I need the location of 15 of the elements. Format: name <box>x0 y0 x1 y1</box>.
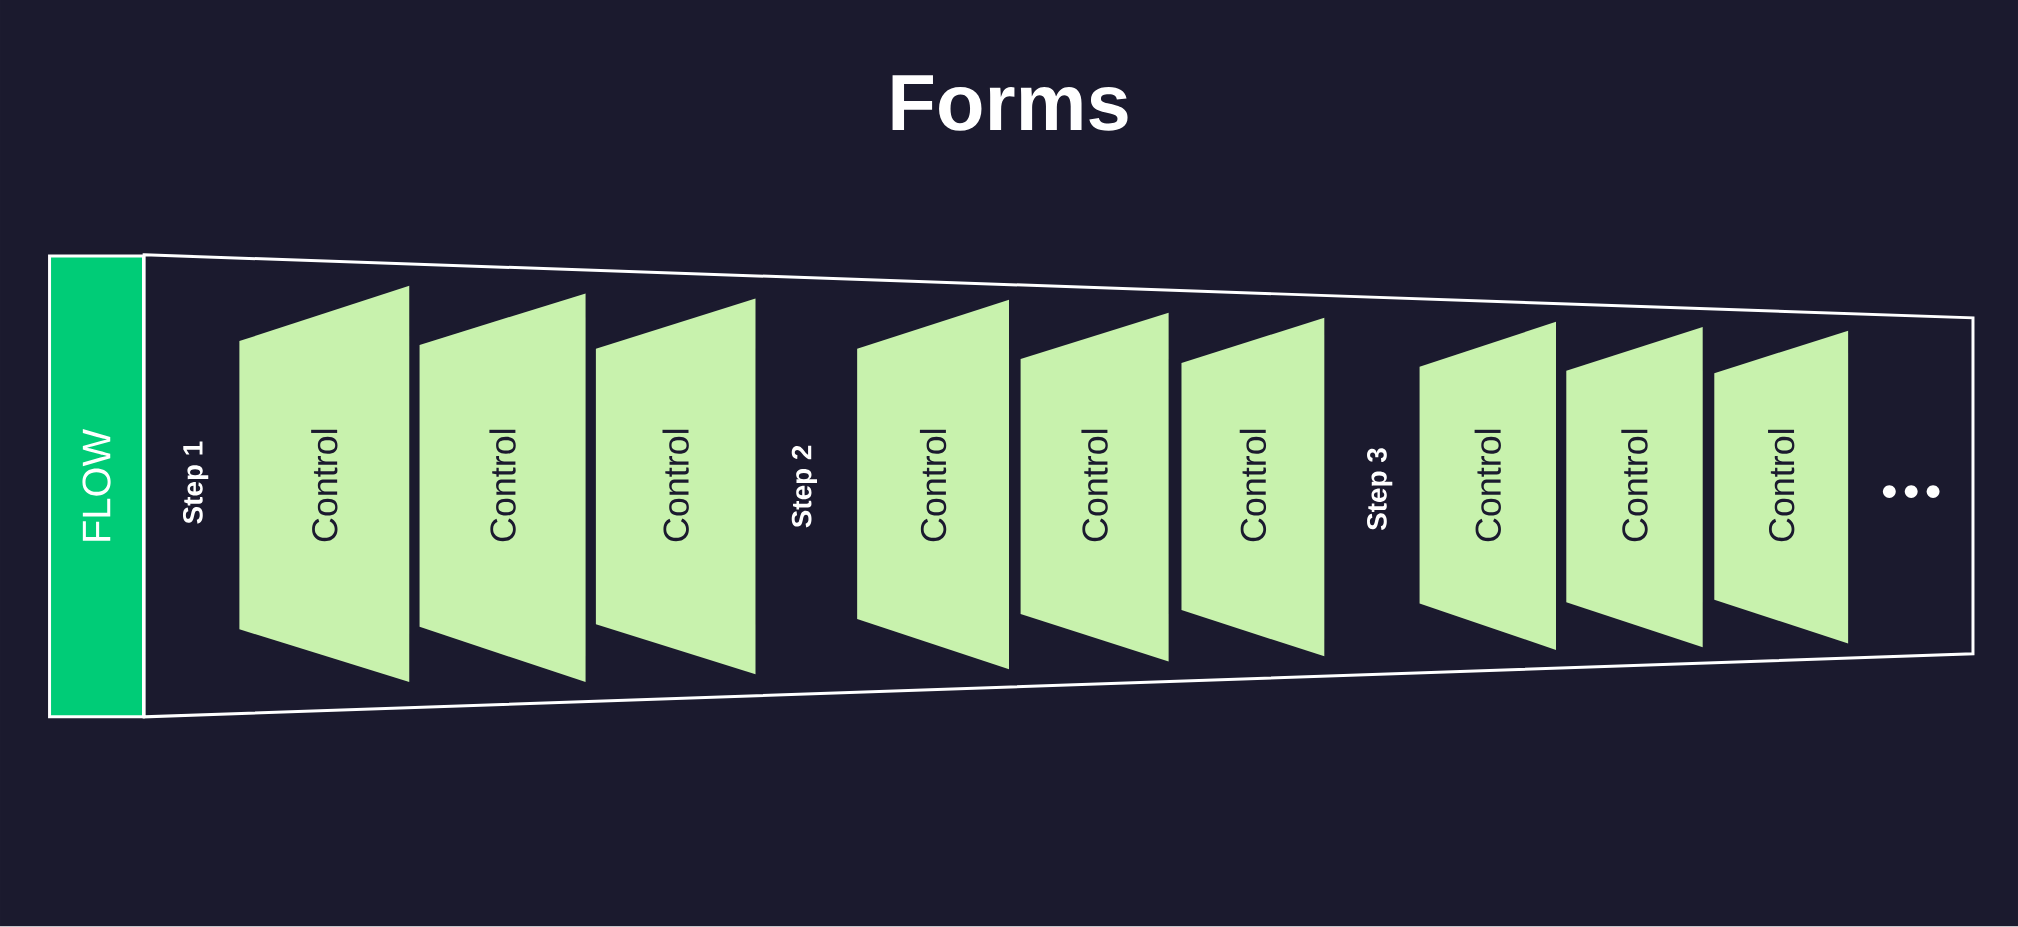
control-trapezoid: Control <box>1181 318 1325 657</box>
control-trapezoid: Control <box>1714 330 1849 644</box>
diagram-title: Forms <box>892 75 1128 131</box>
step-label: Step 1 <box>182 441 209 524</box>
control-trapezoid: Control <box>1020 312 1169 662</box>
control-trapezoid: Control <box>419 293 586 683</box>
flow-box: FLOW <box>48 254 145 719</box>
step-label: Step 3 <box>1367 448 1393 531</box>
control-trapezoid: Control <box>1566 327 1703 648</box>
control-trapezoid: Control <box>595 298 756 675</box>
step-label: Step 2 <box>791 445 817 528</box>
control-trapezoid: Control <box>1419 321 1556 651</box>
funnel-outline <box>142 253 1975 719</box>
control-trapezoid: Control <box>857 300 1009 670</box>
control-trapezoid: Control <box>239 285 410 683</box>
